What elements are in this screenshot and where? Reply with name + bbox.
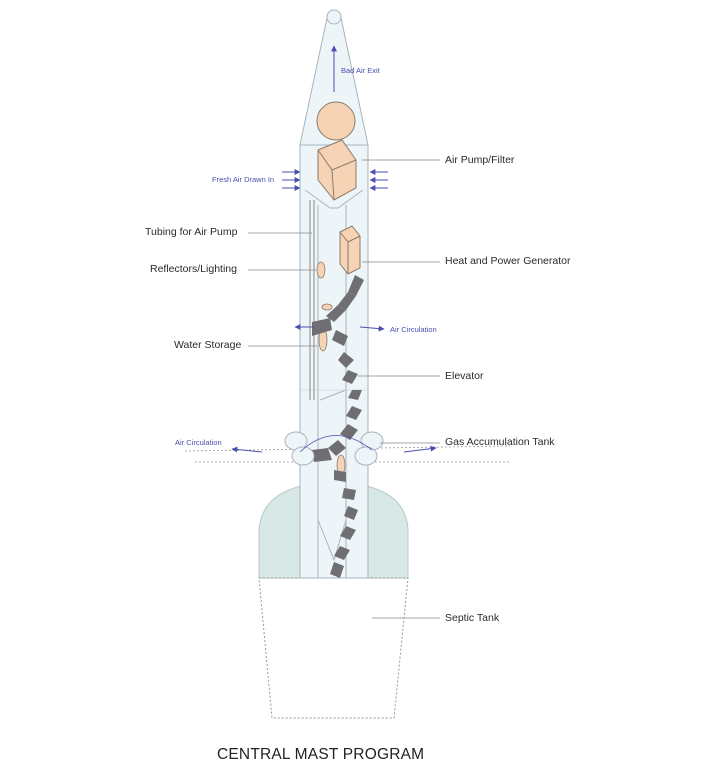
label-air-circulation-upper: Air Circulation — [390, 325, 437, 334]
lobe-left-b — [291, 446, 315, 466]
label-air-circulation-lower: Air Circulation — [175, 438, 222, 447]
septic-tank — [258, 577, 409, 719]
label-fresh-air-drawn-in: Fresh Air Drawn In — [212, 175, 275, 184]
air-pump-sphere — [316, 101, 356, 141]
label-elevator: Elevator — [445, 370, 484, 382]
air-circ-lower-loop — [299, 435, 373, 453]
lobe-right-b — [354, 446, 378, 466]
air-circ-lower-right-arrow — [403, 445, 437, 453]
fresh-air-arrows-right — [369, 169, 388, 191]
air-circ-lower-left-arrow — [231, 446, 263, 453]
generator-box — [339, 225, 361, 275]
label-tubing-air-pump: Tubing for Air Pump — [145, 226, 238, 238]
diagram-title: CENTRAL MAST PROGRAM — [217, 746, 425, 763]
label-gas-accumulation-tank: Gas Accumulation Tank — [445, 436, 555, 448]
label-water-storage: Water Storage — [174, 339, 242, 351]
leader-lines — [248, 159, 440, 619]
mast-shaft — [299, 144, 369, 579]
fresh-air-arrows-left — [282, 169, 301, 191]
inner-frame — [304, 189, 364, 209]
label-reflectors-lighting: Reflectors/Lighting — [150, 263, 237, 275]
air-pump-box — [317, 139, 357, 201]
air-circ-upper-right-arrow — [359, 325, 385, 332]
label-heat-power-generator: Heat and Power Generator — [445, 255, 571, 267]
label-septic-tank: Septic Tank — [445, 612, 500, 624]
label-bad-air-exit: Bad Air Exit — [341, 66, 380, 75]
reflector — [316, 261, 326, 279]
mast-tip — [326, 9, 342, 25]
label-air-pump-filter: Air Pump/Filter — [445, 154, 515, 166]
reflector-small — [321, 303, 333, 311]
